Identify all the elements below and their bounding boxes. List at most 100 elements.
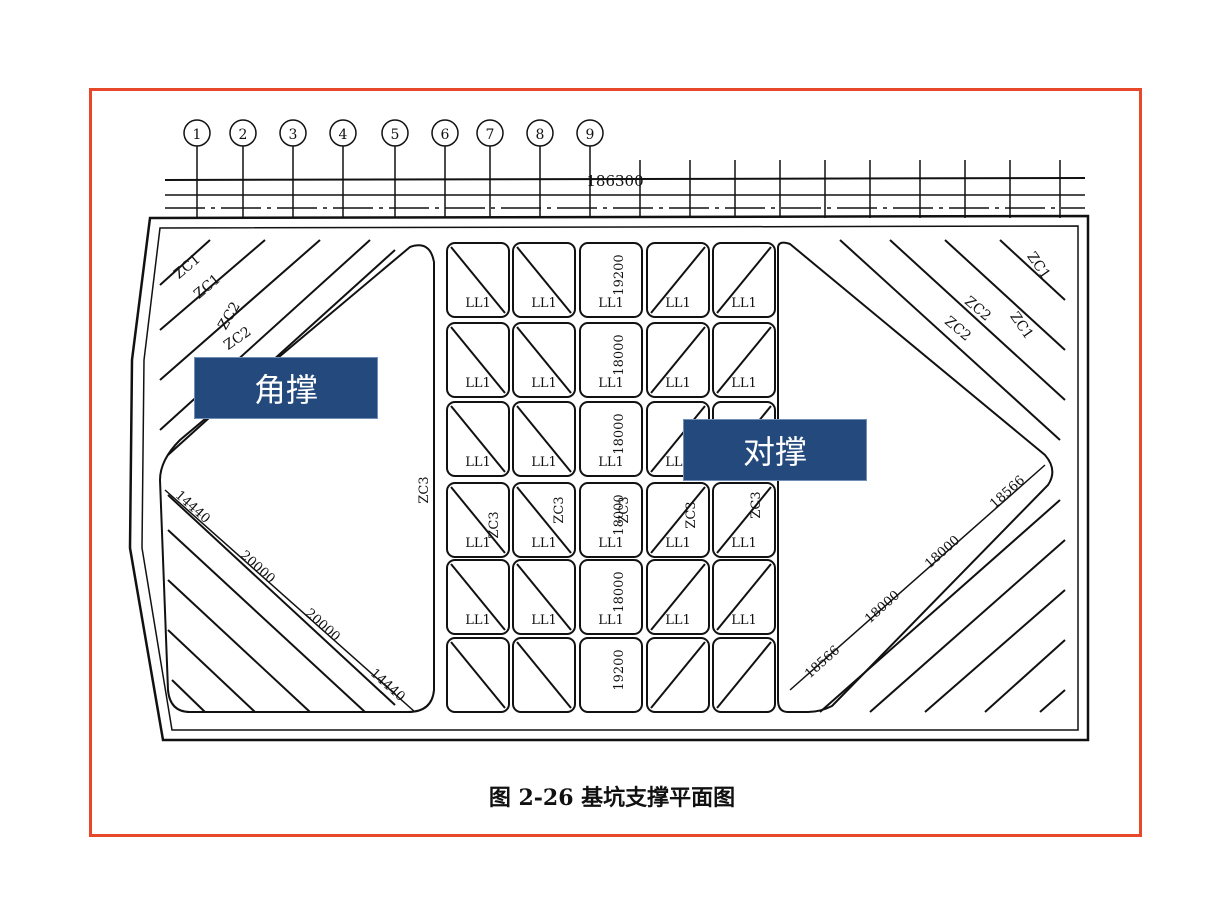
grid-bay <box>579 322 643 398</box>
right-dimension-line <box>789 464 1046 691</box>
center-dimension: 18000 <box>612 494 627 535</box>
bay-diagonal <box>450 486 506 554</box>
bay-label: LL1 <box>465 613 491 628</box>
opposite-brace-callout: 对撑 <box>683 419 867 481</box>
axis-label: 3 <box>289 127 298 143</box>
zc3-label: ZC3 <box>749 491 764 518</box>
grid-bay <box>446 401 510 477</box>
bay-label: LL1 <box>531 536 557 551</box>
pit-outer-boundary <box>128 214 1090 742</box>
bay-diagonal <box>716 641 772 709</box>
right-lower-diagonal <box>924 589 1066 713</box>
grid-bay <box>579 559 643 635</box>
bay-label: LL1 <box>731 296 757 311</box>
zc3-label: ZC3 <box>617 496 632 523</box>
bay-diagonal <box>650 246 706 314</box>
left-dimension: 20000 <box>237 548 278 587</box>
bay-label: LL1 <box>731 376 757 391</box>
right-lower-diagonal <box>869 539 1066 713</box>
bay-label: LL1 <box>665 376 691 391</box>
left-upper-diagonal <box>159 239 321 381</box>
bay-label: LL1 <box>598 376 624 391</box>
figure-caption: 图 2-26 基坑支撑平面图 <box>488 785 736 811</box>
grid-bay <box>579 242 643 318</box>
left-zone-label: ZC1 <box>171 251 204 282</box>
grid-bay <box>646 637 710 713</box>
bay-label: LL1 <box>465 536 491 551</box>
center-dimension: 18000 <box>612 571 627 612</box>
bay-label: LL1 <box>598 536 624 551</box>
axis-label: 5 <box>391 127 400 143</box>
zc3-label: ZC3 <box>487 511 502 538</box>
bay-label: LL1 <box>598 455 624 470</box>
grid-bay <box>646 559 710 635</box>
bay-diagonal <box>450 246 506 314</box>
left-upper-diagonal <box>159 239 211 286</box>
bay-label: LL1 <box>465 296 491 311</box>
bay-diagonal <box>650 563 706 631</box>
bay-diagonal <box>716 326 772 394</box>
right-lower-diagonal <box>1039 689 1066 713</box>
grid-bay <box>512 482 576 558</box>
slide-frame <box>89 88 1142 837</box>
bay-label: LL1 <box>531 613 557 628</box>
right-corner-brace-zone <box>777 241 1054 713</box>
center-dimension: 18000 <box>612 413 627 454</box>
right-upper-diagonal <box>999 239 1066 301</box>
left-dimension: 14440 <box>172 488 213 527</box>
zc3-label: ZC3 <box>417 476 432 503</box>
axis-label: 8 <box>536 127 545 143</box>
bay-diagonal <box>516 486 572 554</box>
right-upper-diagonal <box>839 239 1061 441</box>
grid-bay <box>646 322 710 398</box>
grid-bay <box>446 242 510 318</box>
grid-bay <box>712 559 776 635</box>
grid-bay <box>712 637 776 713</box>
axis-label: 6 <box>441 127 450 143</box>
axis-label: 4 <box>339 127 348 143</box>
bay-diagonal <box>516 326 572 394</box>
left-upper-diagonal <box>167 249 396 456</box>
bay-diagonal <box>650 326 706 394</box>
grid-bay <box>712 242 776 318</box>
bay-diagonal <box>650 405 706 473</box>
left-lower-diagonal <box>167 494 396 706</box>
bay-label: LL1 <box>598 296 624 311</box>
grid-bay <box>512 559 576 635</box>
bay-diagonal <box>716 563 772 631</box>
axis-label: 1 <box>193 127 202 143</box>
right-zone-label: ZC1 <box>1006 309 1036 342</box>
bay-label: LL1 <box>465 376 491 391</box>
bay-label: LL1 <box>731 613 757 628</box>
right-lower-diagonal <box>819 499 1061 713</box>
bay-diagonal <box>450 641 506 709</box>
grid-bay <box>512 637 576 713</box>
bay-label: LL1 <box>531 376 557 391</box>
zc3-label: ZC3 <box>684 501 699 528</box>
bay-diagonal <box>516 246 572 314</box>
grid-bay <box>512 242 576 318</box>
center-dimension: 19200 <box>612 649 627 690</box>
grid-bay <box>446 482 510 558</box>
bay-label: LL1 <box>665 296 691 311</box>
grid-bay <box>446 559 510 635</box>
right-zone-label: ZC2 <box>941 313 974 344</box>
bay-diagonal <box>516 563 572 631</box>
left-zone-label: ZC1 <box>191 271 224 302</box>
grid-bay <box>712 322 776 398</box>
bay-label: LL1 <box>598 613 624 628</box>
bay-diagonal <box>450 326 506 394</box>
left-upper-diagonal <box>159 239 266 331</box>
right-upper-diagonal <box>944 239 1066 351</box>
right-upper-diagonal <box>889 239 1066 401</box>
left-dimension-line <box>164 489 416 713</box>
grid-bay <box>446 637 510 713</box>
overall-dimension-line <box>164 177 1086 181</box>
left-lower-diagonal <box>167 529 366 713</box>
grid-bay <box>646 242 710 318</box>
corner-brace-callout: 角撑 <box>194 357 378 419</box>
right-dimension: 18000 <box>922 533 963 572</box>
left-lower-diagonal <box>171 679 206 713</box>
bay-label: LL1 <box>465 455 491 470</box>
bay-label: LL1 <box>731 536 757 551</box>
